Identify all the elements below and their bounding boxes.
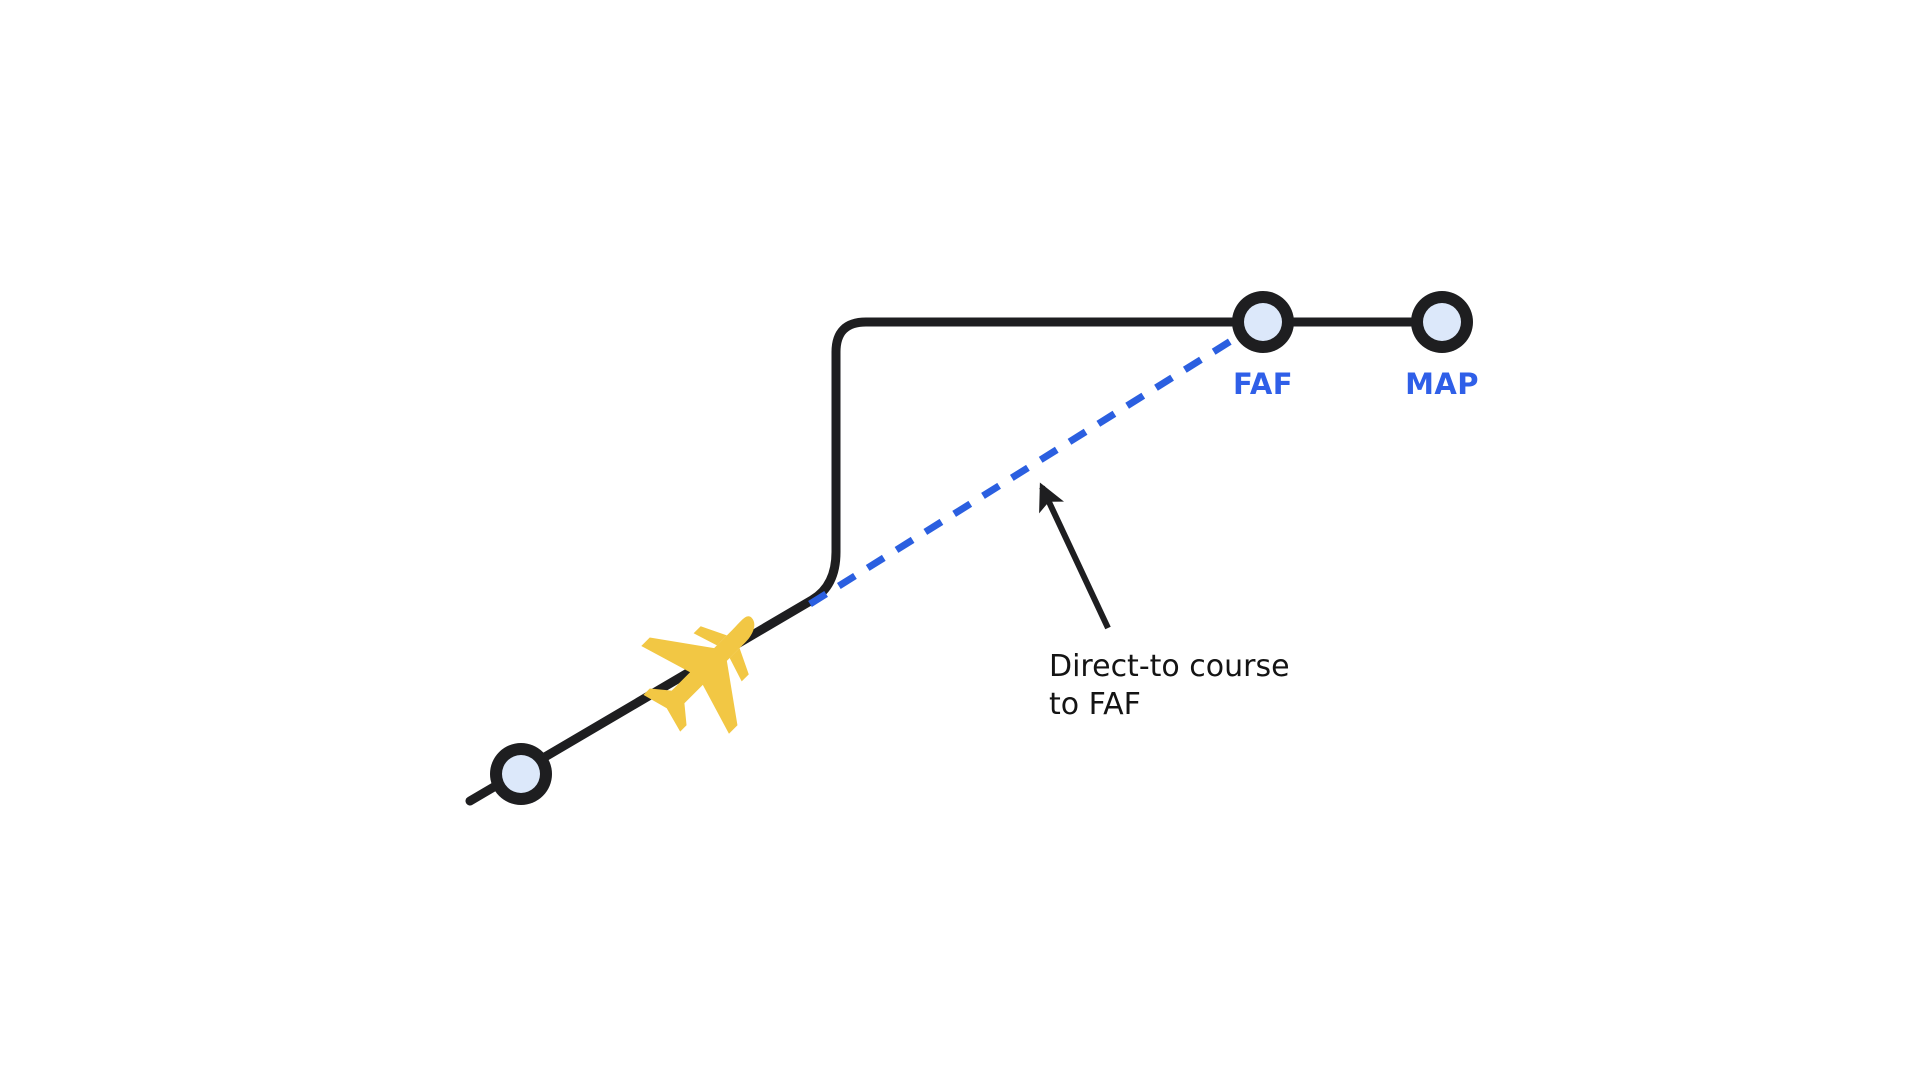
annotation-arrow: [1039, 482, 1111, 630]
annotation-line-2: to FAF: [1049, 687, 1141, 722]
aircraft-canard-left: [693, 626, 727, 646]
waypoint-center: [1244, 303, 1282, 341]
waypoint-faf[interactable]: [1232, 291, 1294, 353]
approach-route-path: [465, 317, 1447, 806]
waypoint-map[interactable]: [1411, 291, 1473, 353]
waypoint-center: [1423, 303, 1461, 341]
waypoint-start[interactable]: [490, 743, 552, 805]
waypoint-label-faf: FAF: [1233, 367, 1293, 401]
aircraft-canard-right: [729, 648, 749, 682]
aircraft-icon[interactable]: [618, 577, 798, 757]
annotation-line-1: Direct-to course: [1049, 649, 1290, 684]
waypoint-label-map: MAP: [1405, 367, 1479, 401]
direct-to-course-line: [808, 321, 1260, 607]
waypoint-center: [502, 755, 540, 793]
aircraft-body: [641, 616, 755, 734]
